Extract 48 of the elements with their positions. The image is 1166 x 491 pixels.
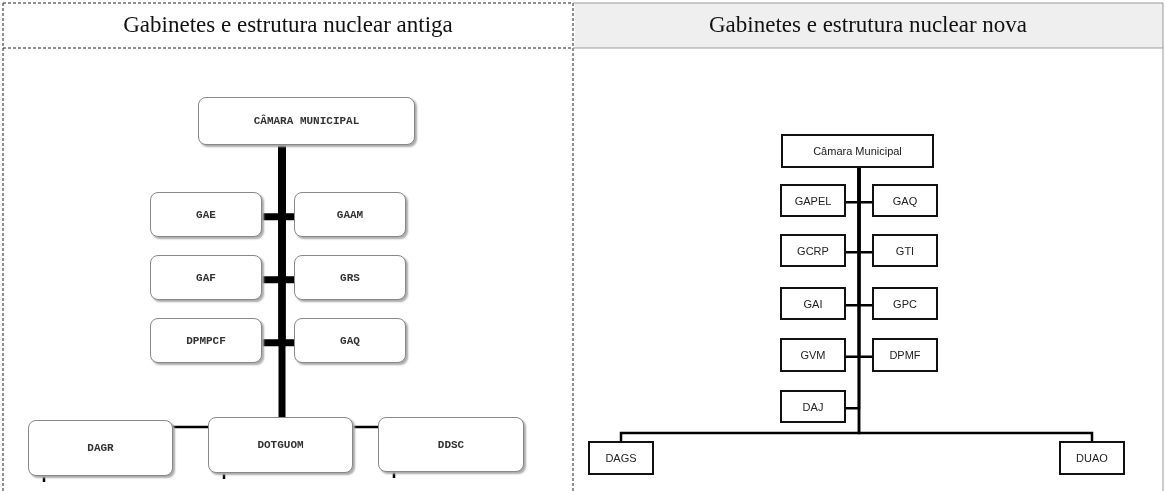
org-unit-box	[872, 184, 938, 217]
org-unit-box	[780, 234, 846, 267]
unit-name: DAGR	[87, 442, 114, 454]
unit-name: GTI	[895, 244, 915, 257]
org-unit-box	[150, 192, 262, 237]
org-unit-box	[28, 420, 173, 476]
org-unit-box	[780, 184, 846, 217]
org-unit-box	[378, 417, 524, 472]
unit-name: GCRP	[797, 244, 829, 257]
unit-name: DPMF	[889, 349, 921, 361]
column-header: Gabinetes e estrutura nuclear antiga	[123, 12, 453, 38]
org-unit-box	[150, 318, 262, 363]
unit-name: GAE	[196, 208, 216, 221]
org-unit-box	[780, 338, 846, 372]
unit-name: DAJ	[802, 400, 824, 413]
unit-name: DAGS	[605, 452, 637, 464]
unit-name: GPC	[893, 297, 917, 310]
unit-name: GVM	[800, 349, 826, 361]
org-unit-box	[872, 338, 938, 372]
unit-name: DDSC	[437, 438, 465, 451]
org-unit-box	[780, 287, 846, 320]
unit-name: GAQ	[340, 334, 360, 347]
org-unit-box	[198, 97, 415, 145]
org-unit-box	[150, 255, 262, 300]
org-unit-box	[208, 417, 353, 473]
unit-name: GAPEL	[794, 194, 832, 207]
org-unit-box	[294, 318, 406, 363]
org-unit-box	[1059, 441, 1125, 475]
connector-line	[353, 425, 378, 429]
unit-name: DOTGUOM	[257, 439, 304, 451]
unit-name: GAAM	[336, 208, 364, 221]
org-unit-box	[294, 255, 406, 300]
unit-name: DPMPCF	[186, 334, 226, 347]
org-unit-box	[872, 234, 938, 267]
unit-name: GAQ	[892, 194, 918, 207]
unit-name: GAF	[196, 271, 216, 284]
column-header: Gabinetes e estrutura nuclear nova	[709, 12, 1027, 38]
org-unit-box	[780, 390, 846, 423]
unit-name: CÂMARA MUNICIPAL	[253, 115, 360, 127]
unit-name: DUAO	[1076, 452, 1108, 464]
org-unit-box	[294, 192, 406, 237]
unit-name: GAI	[803, 297, 823, 310]
connector-line	[173, 425, 208, 429]
org-unit-box	[781, 134, 934, 168]
unit-name: GRS	[340, 271, 360, 284]
org-unit-box	[588, 441, 654, 475]
org-unit-box	[872, 287, 938, 320]
unit-name: Câmara Municipal	[813, 145, 902, 157]
